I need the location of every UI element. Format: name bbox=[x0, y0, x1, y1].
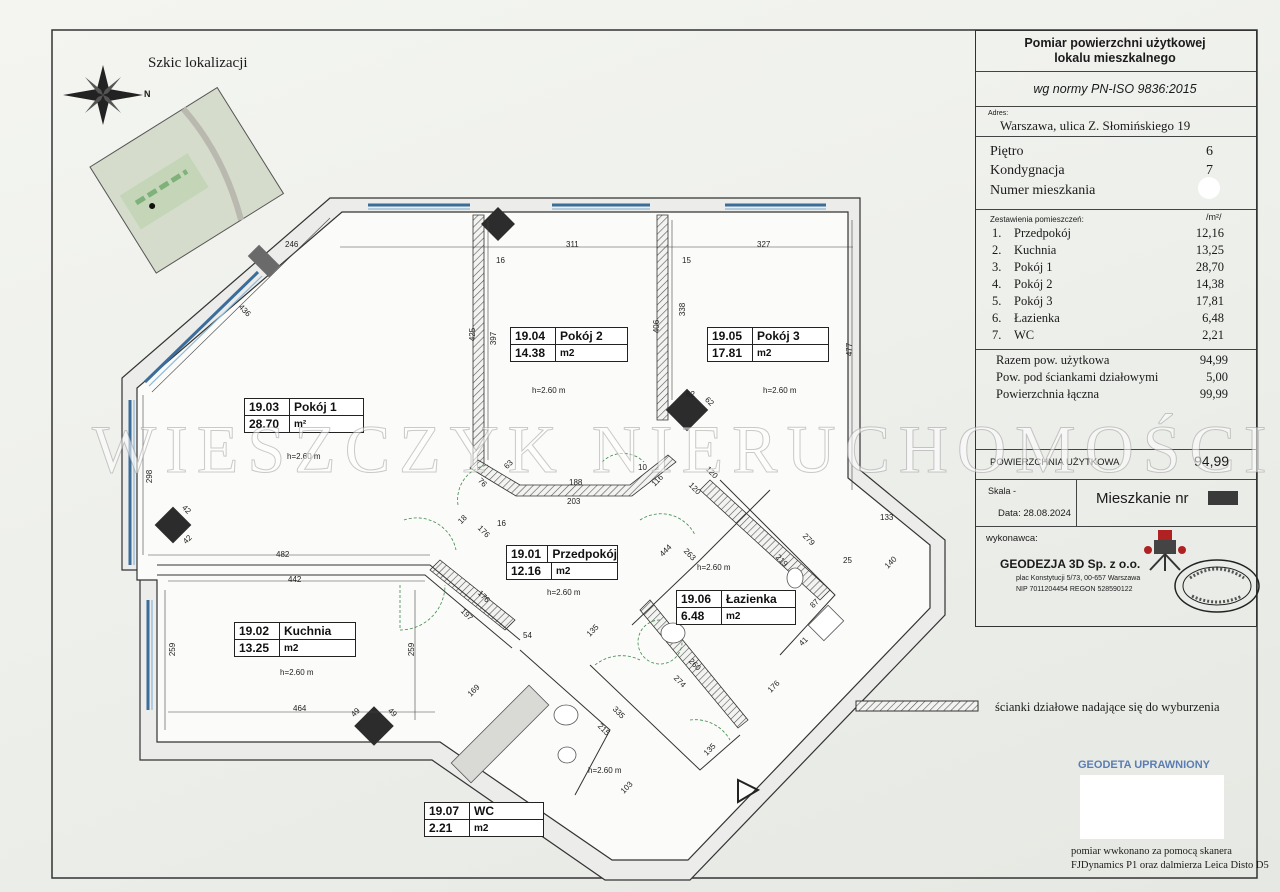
height-label-kuchnia: h=2.60 m bbox=[280, 668, 314, 677]
legend-hatch-swatch bbox=[855, 700, 979, 712]
height-label-wc: h=2.60 m bbox=[588, 766, 622, 775]
dim-10: 10 bbox=[638, 463, 647, 472]
location-sketch bbox=[63, 65, 285, 274]
dim-477: 477 bbox=[845, 342, 855, 357]
seal-stamp bbox=[1174, 559, 1260, 613]
geodeta-stamp-title: GEODETA UPRAWNIONY bbox=[1078, 759, 1211, 771]
kondygnacja-value: 7 bbox=[1206, 163, 1213, 178]
scianki-value: 5,00 bbox=[1206, 370, 1228, 384]
laczna-label: Powierzchnia łączna bbox=[996, 387, 1100, 401]
dim-259a: 259 bbox=[168, 642, 178, 657]
numer-label: Numer mieszkania bbox=[990, 183, 1096, 198]
dim-406: 406 bbox=[652, 319, 662, 334]
dim-188: 188 bbox=[569, 478, 583, 487]
dim-397: 397 bbox=[489, 331, 499, 346]
dim-259b: 259 bbox=[407, 642, 417, 657]
direction-triangle-icon bbox=[737, 778, 761, 804]
redacted-signature-box bbox=[1080, 775, 1224, 839]
interior-walls bbox=[157, 479, 836, 796]
norm-text: wg normy PN-ISO 9836:2015 bbox=[1033, 82, 1197, 96]
dim-311: 311 bbox=[566, 240, 579, 249]
company-nip: NIP 7011204454 REGON 528590122 bbox=[1016, 586, 1133, 593]
window-glass bbox=[133, 208, 826, 710]
height-label-pokoj3: h=2.60 m bbox=[763, 386, 797, 395]
dim-54: 54 bbox=[523, 631, 532, 640]
footer-line1: pomiar wwkonano za pomocą skanera bbox=[1071, 846, 1232, 857]
sketch-title: Szkic lokalizacji bbox=[148, 55, 248, 71]
scianki-label: Pow. pod ściankami działowymi bbox=[996, 370, 1159, 384]
dim-246: 246 bbox=[285, 240, 299, 249]
skala-label: Skala - bbox=[988, 486, 1017, 496]
zestawienie-label: Zestawienia pomieszczeń: bbox=[990, 215, 1084, 224]
area-summary: Razem pow. użytkowa 94,99 Pow. pod ściank… bbox=[996, 353, 1228, 404]
dim-338: 338 bbox=[678, 302, 688, 317]
compass-icon bbox=[63, 65, 143, 125]
title-heading: Pomiar powierzchni użytkowej lokalu mies… bbox=[1024, 36, 1206, 65]
dim-442: 442 bbox=[288, 575, 302, 584]
dim-62b: 62 bbox=[686, 390, 695, 399]
dimension-lines bbox=[142, 217, 853, 730]
dim-464: 464 bbox=[293, 704, 307, 713]
address-text: Warszawa, ulica Z. Słomińskiego 19 bbox=[1000, 118, 1191, 133]
dim-133: 133 bbox=[880, 513, 894, 522]
pietro-label: Piętro bbox=[990, 144, 1024, 159]
dim-15: 15 bbox=[682, 256, 691, 265]
bathroom-fixtures bbox=[450, 567, 845, 784]
height-label-pokoj1: h=2.60 m bbox=[287, 452, 321, 461]
date-text: Data: 28.08.2024 bbox=[998, 508, 1071, 519]
dim-16b: 16 bbox=[497, 519, 506, 528]
door-swings bbox=[399, 453, 731, 741]
title-block bbox=[975, 30, 1257, 627]
dim-25: 25 bbox=[843, 556, 852, 565]
dim-425: 425 bbox=[468, 327, 478, 342]
height-label-przedpokoj: h=2.60 m bbox=[547, 588, 581, 597]
windows bbox=[128, 203, 826, 710]
unit-label: /m²/ bbox=[1206, 212, 1222, 222]
legend-text: ścianki działowe nadające się do wyburze… bbox=[995, 700, 1220, 714]
kondygnacja-label: Kondygnacja bbox=[990, 163, 1065, 178]
mieszkanie-text: Mieszkanie nr bbox=[1096, 490, 1189, 507]
height-label-lazienka: h=2.60 m bbox=[697, 563, 731, 572]
company-logo-icon bbox=[1144, 530, 1186, 571]
floor-plan bbox=[121, 197, 946, 881]
height-label-pokoj2: h=2.60 m bbox=[532, 386, 566, 395]
laczna-value: 99,99 bbox=[1199, 387, 1228, 401]
dim-482: 482 bbox=[276, 550, 290, 559]
redacted-number-dot bbox=[1198, 177, 1220, 199]
uzytkowa-label: POWIERZCHNIA UŻYTKOWA bbox=[990, 457, 1120, 468]
dim-16: 16 bbox=[496, 256, 505, 265]
footer-line2: FJDynamics P1 oraz dalmierza Leica Disto… bbox=[1071, 860, 1269, 871]
redacted-apartment-number bbox=[1208, 491, 1238, 505]
watermark: WIESZCZYK NIERUCHOMOŚCI bbox=[92, 411, 1276, 488]
wykonawca-label: wykonawca: bbox=[986, 533, 1038, 544]
company-address: plac Konstytucji 5/73, 00-657 Warszawa bbox=[1016, 575, 1141, 582]
dim-327: 327 bbox=[757, 240, 771, 249]
pietro-value: 6 bbox=[1206, 144, 1213, 159]
north-letter: N bbox=[144, 89, 151, 99]
company-name: GEODEZJA 3D Sp. z o.o. bbox=[1000, 557, 1141, 571]
razem-label: Razem pow. użytkowa bbox=[996, 353, 1110, 367]
address-label: Adres: bbox=[988, 110, 1009, 117]
uzytkowa-value: 94,99 bbox=[1194, 453, 1230, 469]
razem-value: 94,99 bbox=[1199, 353, 1228, 367]
dim-203: 203 bbox=[567, 497, 581, 506]
